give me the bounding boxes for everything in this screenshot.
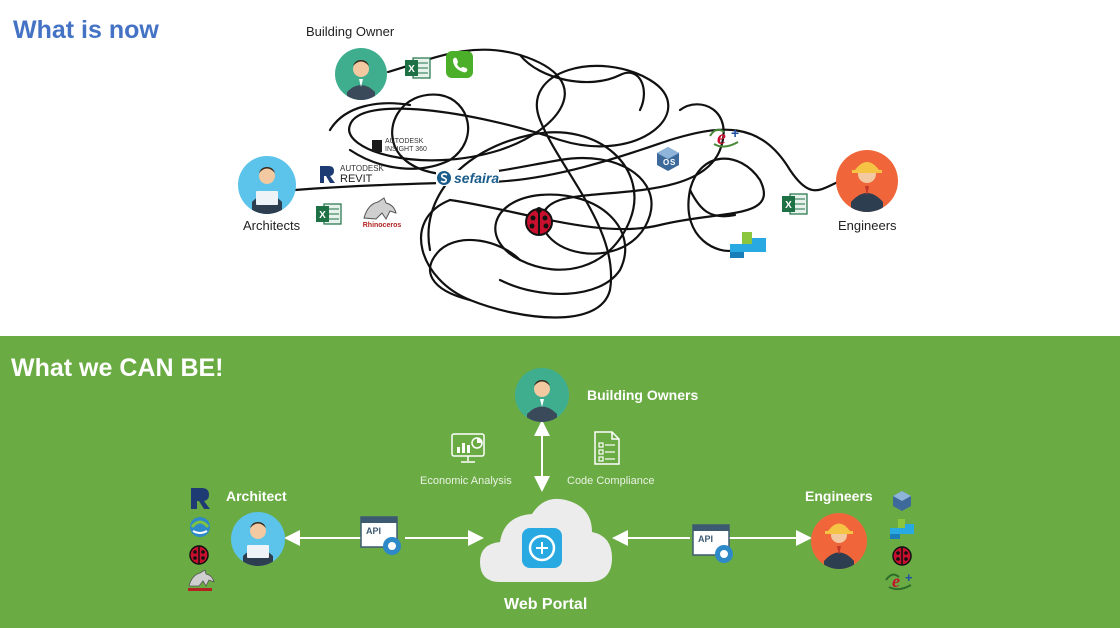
svg-text:+: + <box>905 570 913 585</box>
svg-text:X: X <box>408 64 415 75</box>
rhino-logo: Rhinoceros <box>360 196 404 229</box>
insight-icon-small <box>188 515 212 539</box>
ladybug-icon-small <box>188 543 210 565</box>
svg-text:+: + <box>731 125 739 141</box>
web-portal-cloud[interactable] <box>478 490 614 586</box>
architect-avatar <box>231 512 285 566</box>
stairs-tool-icon-small <box>890 518 914 540</box>
building-owners-avatar <box>515 368 569 422</box>
architects-avatar <box>238 156 296 214</box>
sefaira-logo: sefaira <box>436 170 500 186</box>
energyplus-icon: e+ <box>708 122 746 150</box>
insight-360-logo: AUTODESK INSIGHT 360 <box>372 138 427 154</box>
rhino-icon <box>363 197 397 220</box>
revit-icon-small <box>188 486 212 510</box>
revit-icon <box>320 166 335 183</box>
economic-analysis-icon <box>451 433 485 465</box>
revit-line1: AUTODESK <box>340 164 384 173</box>
engineers-avatar-bottom <box>811 513 867 569</box>
page-title-now: What is now <box>13 16 159 44</box>
engineers-label-bottom: Engineers <box>805 488 873 504</box>
svg-text:X: X <box>319 210 326 221</box>
building-owner-label: Building Owner <box>306 24 395 39</box>
revit-logo: AUTODESK REVIT <box>318 164 384 185</box>
engineers-avatar <box>836 150 898 212</box>
ladybug-icon <box>523 205 555 237</box>
building-owners-label: Building Owners <box>587 387 699 403</box>
rhino-icon-small <box>186 568 216 592</box>
excel-icon: X <box>405 57 431 79</box>
building-owner-avatar <box>335 48 387 100</box>
excel-icon-architects: X <box>316 203 342 225</box>
engineers-label: Engineers <box>838 218 897 233</box>
svg-text:e: e <box>892 571 900 591</box>
sefaira-icon <box>437 171 451 185</box>
stairs-tool-icon <box>730 230 766 260</box>
code-compliance-icon <box>594 431 620 465</box>
phone-icon <box>446 51 473 78</box>
api-left-label: API <box>366 526 382 536</box>
code-compliance-label: Code Compliance <box>567 475 655 487</box>
energyplus-icon-small: e+ <box>884 568 920 592</box>
page-title-can-be: What we CAN BE! <box>11 354 224 382</box>
ladybug-icon-small-eng <box>891 544 913 566</box>
revit-line2: REVIT <box>340 173 373 185</box>
excel-icon-engineers: X <box>782 193 808 215</box>
economic-analysis-label: Economic Analysis <box>420 475 512 487</box>
sefaira-text: sefaira <box>454 170 500 186</box>
rhino-text: Rhinoceros <box>362 222 402 229</box>
insight-line1: AUTODESK <box>385 138 424 145</box>
svg-text:X: X <box>785 200 792 211</box>
architects-label: Architects <box>243 218 301 233</box>
svg-text:S: S <box>670 158 676 167</box>
api-gateway-left: API <box>360 516 406 558</box>
svg-text:O: O <box>663 158 669 167</box>
web-portal-label: Web Portal <box>504 596 588 613</box>
svg-text:e: e <box>717 127 726 149</box>
what-is-now-section: What is now Building Owner X Architects <box>13 16 898 319</box>
insight-line2: INSIGHT 360 <box>385 146 427 153</box>
api-gateway-right: API <box>692 524 738 566</box>
api-right-label: API <box>698 534 714 544</box>
openstudio-icon-small <box>891 490 913 512</box>
tangled-lines <box>293 48 840 319</box>
architect-label: Architect <box>226 488 287 504</box>
